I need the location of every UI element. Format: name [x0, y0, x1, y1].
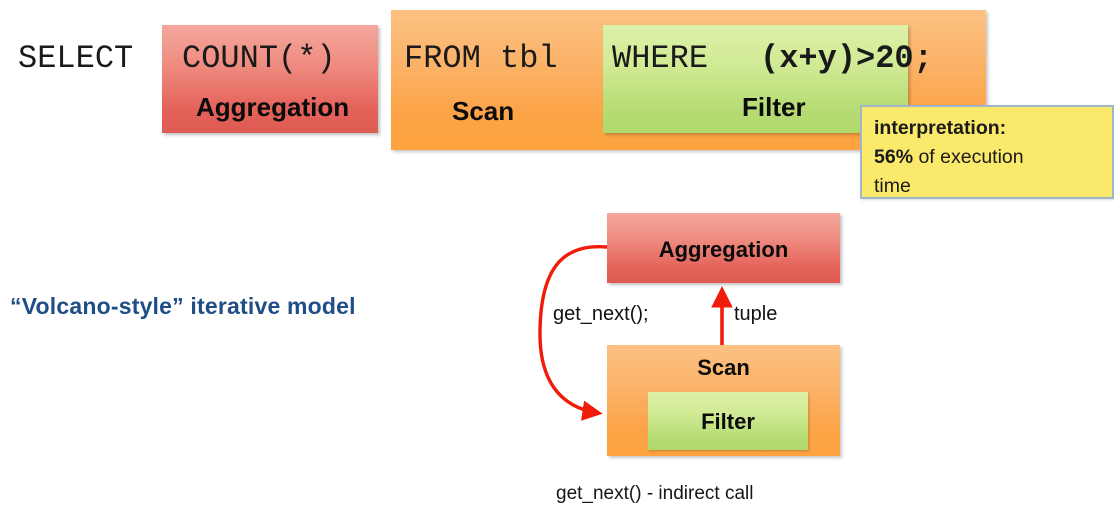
diagram-filter-box — [648, 392, 808, 450]
edge-label-tuple: tuple — [734, 303, 778, 325]
callout-line-2: 56% of execution — [874, 143, 1102, 172]
label-scan: Scan — [452, 96, 515, 126]
callout-line-3: time — [874, 175, 911, 197]
annotated-sql-query: SELECT COUNT(*) FROM tbl WHERE (x+y)>20;… — [0, 0, 1114, 210]
sql-predicate: (x+y)>20; — [760, 40, 933, 77]
callout-line-2-rest: of execution — [913, 146, 1024, 168]
sql-keyword-select: SELECT — [18, 40, 134, 77]
filter-operator-box — [603, 25, 908, 133]
diagram-label-aggregation: Aggregation — [658, 237, 789, 262]
sql-expr-count: COUNT(*) — [182, 40, 336, 77]
diagram-bottom-caption: get_next() - indirect call — [556, 483, 754, 504]
get-next-call-arrow — [538, 244, 608, 421]
edge-label-get-next: get_next(); — [553, 303, 649, 325]
label-filter: Filter — [742, 92, 806, 122]
label-aggregation: Aggregation — [196, 92, 350, 122]
diagram-label-scan: Scan — [697, 355, 750, 380]
diagram-label-filter: Filter — [701, 409, 755, 434]
volcano-model-caption: “Volcano-style” iterative model — [10, 293, 356, 319]
aggregation-operator-box — [162, 25, 378, 133]
diagram-aggregation-box — [607, 213, 840, 283]
sql-keyword-where: WHERE — [612, 40, 709, 77]
sql-clause-from: FROM tbl — [404, 40, 558, 77]
callout-title: interpretation: — [874, 117, 1007, 139]
interpretation-callout: interpretation: 56% of execution time — [860, 105, 1114, 199]
callout-line-1: interpretation: — [874, 114, 1102, 143]
callout-percentage: 56% — [874, 146, 914, 168]
